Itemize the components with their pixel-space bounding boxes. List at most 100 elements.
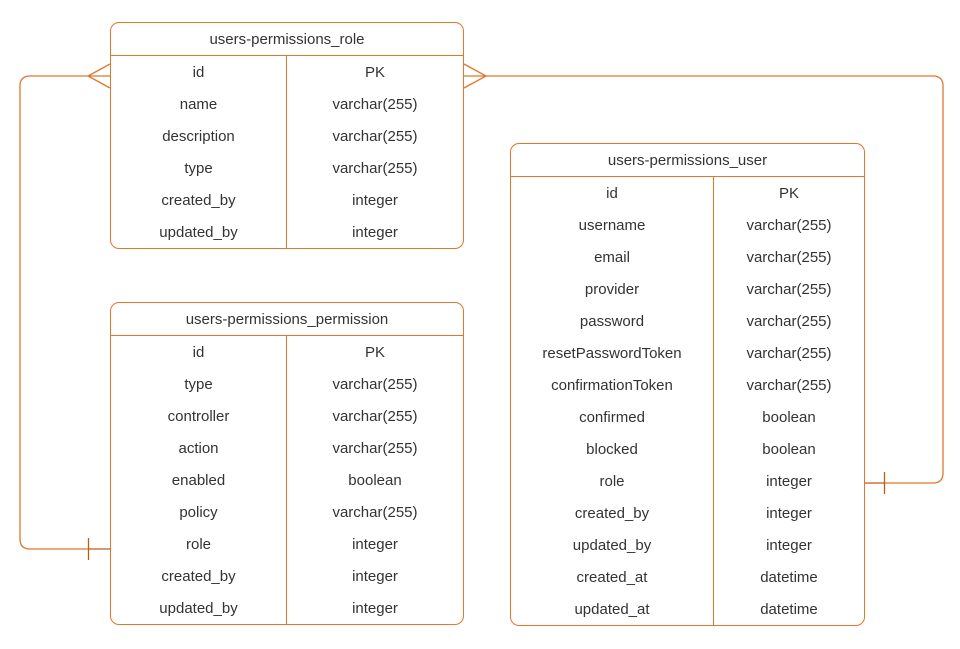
field-name: type	[111, 368, 287, 400]
field-row: name varchar(255)	[111, 88, 463, 120]
field-type: integer	[352, 567, 398, 585]
field-row: provider varchar(255)	[511, 273, 864, 305]
field-type: PK	[778, 184, 799, 202]
crow-foot-many-icon	[463, 63, 488, 89]
table-rows: id PK name varchar(255) description varchar(2…	[111, 56, 463, 248]
field-row: email varchar(255)	[511, 241, 864, 273]
field-row: created_by integer	[511, 497, 864, 529]
field-name: description	[111, 120, 287, 152]
field-name: username	[511, 209, 714, 241]
field-type: varchar(255)	[746, 312, 832, 330]
field-type: varchar(255)	[746, 216, 832, 234]
field-row: confirmationToken varchar(255)	[511, 369, 864, 401]
field-type: varchar(255)	[746, 280, 832, 298]
field-name: enabled	[111, 464, 287, 496]
field-name: name	[111, 88, 287, 120]
table-title: users-permissions_user	[511, 144, 864, 177]
field-row: policy varchar(255)	[111, 496, 463, 528]
field-name: confirmed	[511, 401, 714, 433]
field-type: varchar(255)	[332, 503, 418, 521]
field-type: integer	[352, 599, 398, 617]
field-type: integer	[766, 536, 812, 554]
field-type: varchar(255)	[332, 159, 418, 177]
field-name: confirmationToken	[511, 369, 714, 401]
edge-line	[19, 75, 88, 550]
field-name: created_by	[111, 560, 287, 592]
field-row: enabled boolean	[111, 464, 463, 496]
field-row: resetPasswordToken varchar(255)	[511, 337, 864, 369]
field-name: action	[111, 432, 287, 464]
field-row: type varchar(255)	[111, 152, 463, 184]
field-row: confirmed boolean	[511, 401, 864, 433]
field-name: blocked	[511, 433, 714, 465]
field-name: controller	[111, 400, 287, 432]
field-row: username varchar(255)	[511, 209, 864, 241]
field-name: password	[511, 305, 714, 337]
field-name: id	[111, 336, 287, 368]
field-row: created_by integer	[111, 560, 463, 592]
table-users-permissions-permission: users-permissions_permission id PK type var…	[110, 302, 464, 625]
table-users-permissions-role: users-permissions_role id PK name varchar(2…	[110, 22, 464, 249]
field-name: id	[511, 177, 714, 209]
field-row: role integer	[111, 528, 463, 560]
field-row: action varchar(255)	[111, 432, 463, 464]
field-row: role integer	[511, 465, 864, 497]
field-name: role	[511, 465, 714, 497]
field-type: integer	[352, 535, 398, 553]
table-rows: id PK username varchar(255) email varchar(255…	[511, 177, 864, 625]
field-type: PK	[364, 343, 385, 361]
field-type: datetime	[760, 600, 818, 618]
field-type: integer	[766, 504, 812, 522]
field-type: varchar(255)	[746, 248, 832, 266]
field-type: integer	[352, 191, 398, 209]
table-title: users-permissions_role	[111, 23, 463, 56]
field-type: datetime	[760, 568, 818, 586]
field-type: integer	[352, 223, 398, 241]
field-name: provider	[511, 273, 714, 305]
field-type: varchar(255)	[746, 376, 832, 394]
field-type: varchar(255)	[332, 127, 418, 145]
field-row: description varchar(255)	[111, 120, 463, 152]
field-row: updated_by integer	[511, 529, 864, 561]
field-name: resetPasswordToken	[511, 337, 714, 369]
field-row: id PK	[511, 177, 864, 209]
field-row: updated_by integer	[111, 216, 463, 248]
field-row: created_at datetime	[511, 561, 864, 593]
field-name: created_at	[511, 561, 714, 593]
field-type: boolean	[348, 471, 402, 489]
field-name: created_by	[511, 497, 714, 529]
field-name: type	[111, 152, 287, 184]
field-row: password varchar(255)	[511, 305, 864, 337]
field-row: id PK	[111, 336, 463, 368]
table-users-permissions-user: users-permissions_user id PK username varch…	[510, 143, 865, 626]
field-name: created_by	[111, 184, 287, 216]
field-name: policy	[111, 496, 287, 528]
field-type: PK	[364, 63, 385, 81]
field-type: varchar(255)	[332, 95, 418, 113]
table-title: users-permissions_permission	[111, 303, 463, 336]
field-name: updated_by	[511, 529, 714, 561]
field-name: role	[111, 528, 287, 560]
field-row: created_by integer	[111, 184, 463, 216]
field-name: updated_by	[111, 592, 287, 624]
field-row: blocked boolean	[511, 433, 864, 465]
field-name: id	[111, 56, 287, 88]
field-row: updated_by integer	[111, 592, 463, 624]
field-type: varchar(255)	[332, 407, 418, 425]
field-type: boolean	[762, 440, 816, 458]
field-row: id PK	[111, 56, 463, 88]
field-name: updated_by	[111, 216, 287, 248]
field-type: varchar(255)	[332, 439, 418, 457]
field-type: varchar(255)	[332, 375, 418, 393]
field-row: controller varchar(255)	[111, 400, 463, 432]
table-rows: id PK type varchar(255) controller varchar(25…	[111, 336, 463, 624]
field-type: boolean	[762, 408, 816, 426]
field-name: email	[511, 241, 714, 273]
field-row: updated_at datetime	[511, 593, 864, 625]
field-name: updated_at	[511, 593, 714, 625]
crow-foot-many-icon	[86, 63, 111, 89]
field-type: integer	[766, 472, 812, 490]
field-type: varchar(255)	[746, 344, 832, 362]
field-row: type varchar(255)	[111, 368, 463, 400]
